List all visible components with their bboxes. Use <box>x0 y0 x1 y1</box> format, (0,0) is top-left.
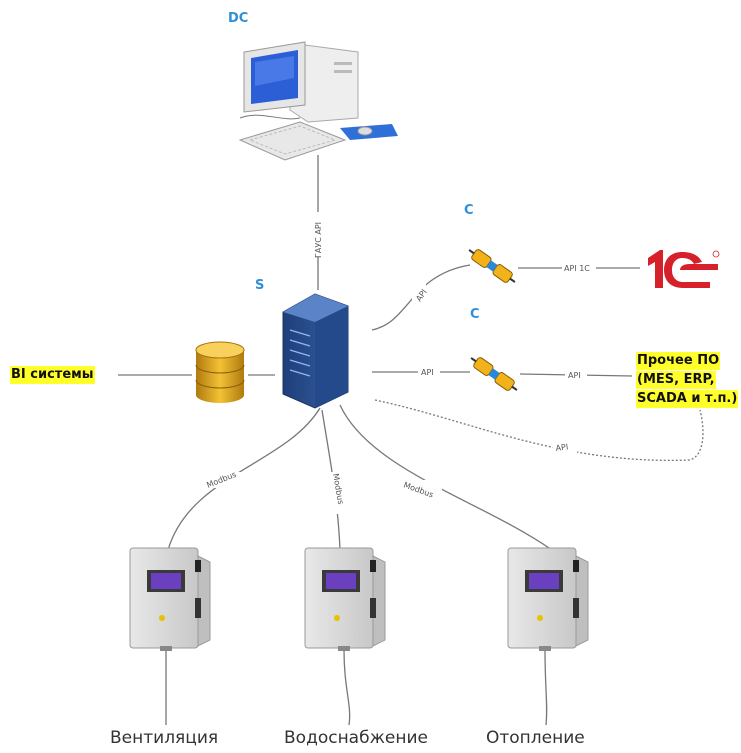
database-icon <box>195 341 245 403</box>
control-cabinet-water-supply <box>304 547 386 651</box>
plug-connector-icon-1 <box>468 249 516 283</box>
other-software-label: Прочее ПО (MES, ERP, SCADA и т.п.) <box>636 351 739 408</box>
edge-label-dc-server: ГАУС API <box>314 222 323 258</box>
other-software-line-1: Прочее ПО <box>636 352 721 370</box>
edge-server-other-direct <box>374 399 704 462</box>
other-software-line-2: (MES, ERP, <box>636 371 716 389</box>
cable-panel-center <box>343 649 351 726</box>
edge-label-server-other-direct: API <box>555 442 569 453</box>
connector-2-label: C <box>470 307 480 322</box>
panel-label-water-supply: Водоснабжение <box>284 728 428 748</box>
dc-label: DC <box>228 11 249 26</box>
plug-connector-icon-2 <box>470 357 518 391</box>
cable-panel-right <box>544 649 548 726</box>
edge-label-conn1-1c: API 1C <box>564 264 590 273</box>
control-cabinet-heating <box>507 547 589 651</box>
server-icon <box>282 293 349 409</box>
edge-modbus-right <box>339 404 553 551</box>
bi-systems-label: BI системы <box>10 366 95 384</box>
panel-label-heating: Отопление <box>486 728 585 748</box>
edge-label-server-conn2: API <box>421 368 434 377</box>
desktop-computer-icon <box>238 41 398 161</box>
control-cabinet-ventilation <box>129 547 211 651</box>
connector-1-label: C <box>464 203 474 218</box>
server-label: S <box>255 278 265 293</box>
logo-1c <box>648 250 720 288</box>
panel-label-ventilation: Вентиляция <box>110 728 219 748</box>
other-software-line-3: SCADA и т.п.) <box>636 390 739 408</box>
edge-label-conn2-other: API <box>568 371 581 380</box>
